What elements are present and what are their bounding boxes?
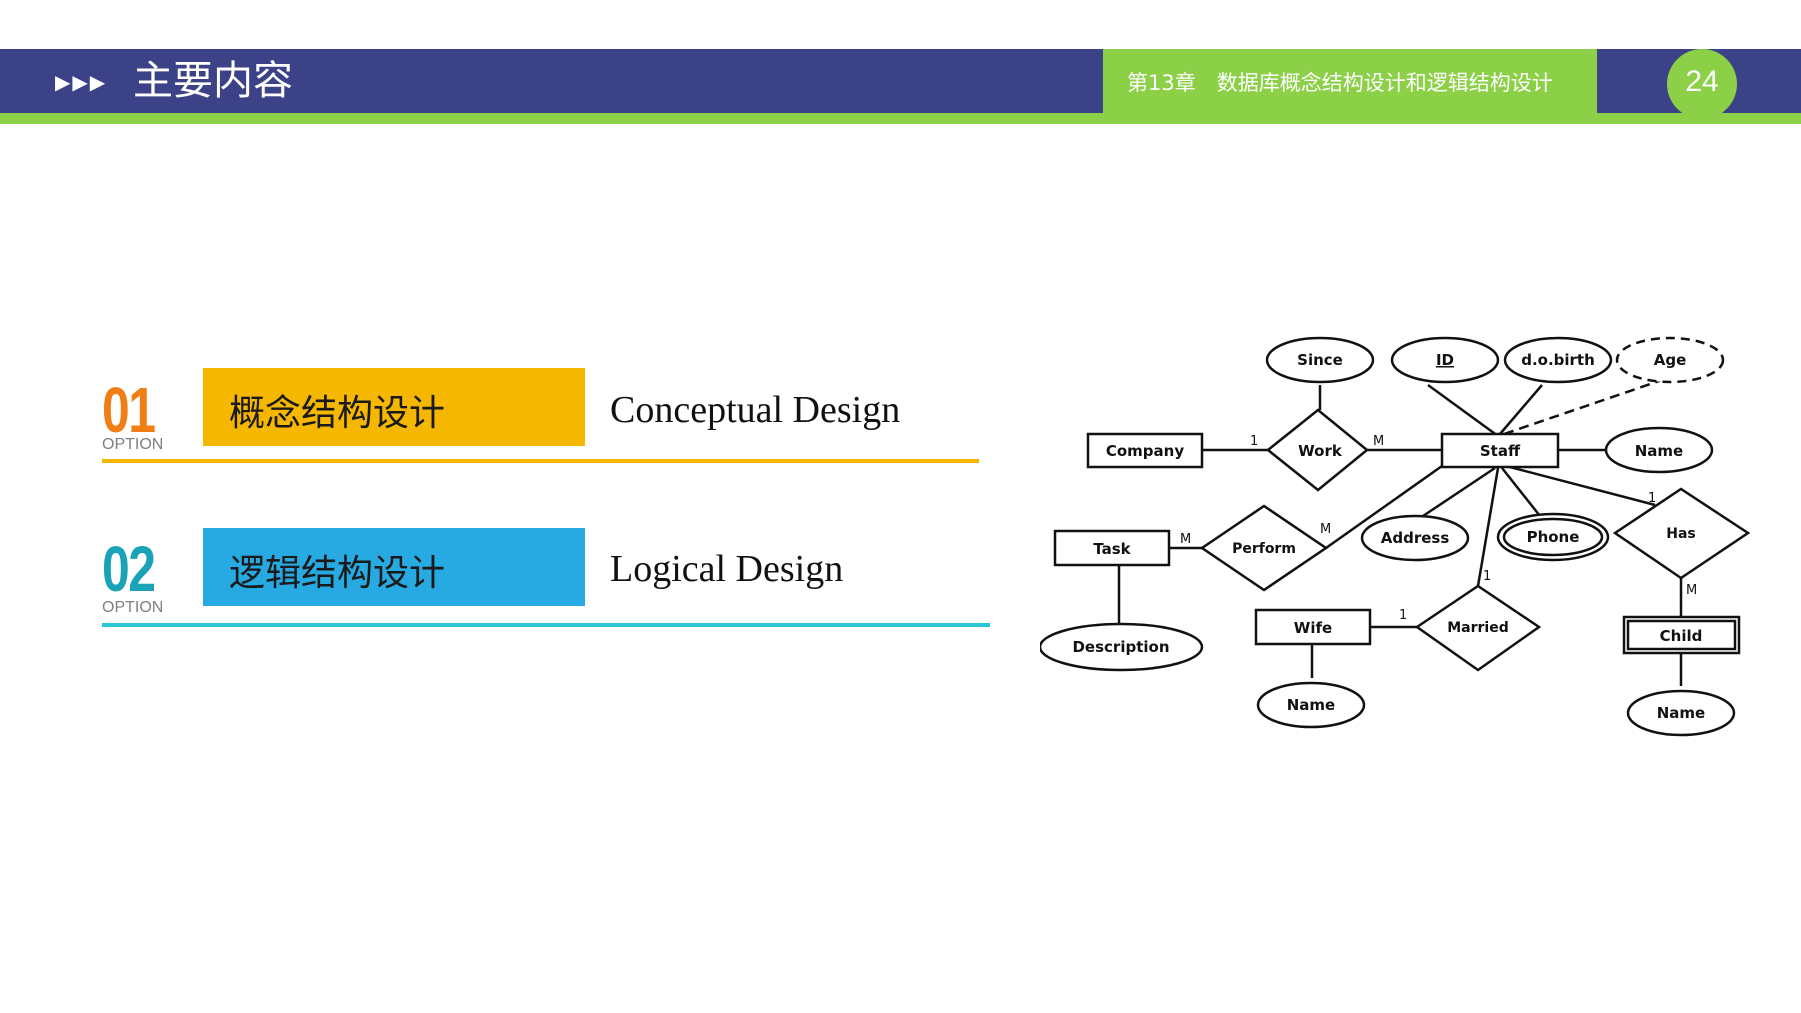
card-wife-married: 1 bbox=[1399, 608, 1407, 623]
chapter-label: 第13章 数据库概念结构设计和逻辑结构设计 bbox=[1127, 71, 1553, 95]
attr-child-name-label: Name bbox=[1657, 704, 1705, 722]
entity-wife bbox=[1254, 608, 1372, 646]
option-2-option-word: OPTION bbox=[102, 599, 164, 616]
relation-married-label: Married bbox=[1447, 620, 1509, 636]
card-task-perform: M bbox=[1180, 532, 1191, 547]
header-accent-stripe bbox=[0, 113, 1801, 124]
attr-child-name bbox=[1626, 689, 1736, 737]
attr-dobirth bbox=[1503, 336, 1613, 384]
entity-task bbox=[1053, 529, 1171, 567]
option-1-label: 概念结构设计 bbox=[229, 393, 446, 434]
line-id-staff bbox=[1427, 383, 1499, 438]
entity-wife-label: Wife bbox=[1294, 619, 1332, 637]
attr-wife-name-label: Name bbox=[1287, 696, 1335, 714]
relation-work-label: Work bbox=[1298, 442, 1343, 460]
attr-address bbox=[1360, 514, 1470, 562]
relation-perform-label: Perform bbox=[1232, 541, 1296, 557]
relation-married bbox=[1414, 584, 1542, 672]
option-1-option-word: OPTION bbox=[102, 436, 164, 453]
entity-staff-label: Staff bbox=[1480, 442, 1521, 460]
entity-company bbox=[1086, 432, 1204, 469]
line-staff-has bbox=[1501, 463, 1656, 507]
attr-description bbox=[1040, 622, 1204, 672]
card-company-work: 1 bbox=[1250, 434, 1258, 449]
option-1-english: Conceptual Design bbox=[610, 389, 901, 431]
entity-task-label: Task bbox=[1093, 540, 1131, 558]
attr-id bbox=[1390, 336, 1500, 384]
card-work-staff: M bbox=[1373, 434, 1384, 449]
option-2-english: Logical Design bbox=[610, 548, 844, 590]
line-staff-married bbox=[1476, 467, 1500, 587]
line-perform-staff bbox=[1325, 464, 1443, 550]
attr-address-label: Address bbox=[1381, 529, 1450, 547]
line-staff-address bbox=[1419, 466, 1496, 520]
attr-id-label: ID bbox=[1436, 351, 1454, 369]
card-perform-staff: M bbox=[1320, 522, 1331, 537]
page-title: 主要内容 bbox=[133, 58, 293, 104]
line-staff-phone bbox=[1501, 467, 1541, 517]
attr-age-label: Age bbox=[1654, 351, 1687, 369]
relation-has bbox=[1612, 487, 1751, 580]
header-arrows-icon: ▶▶▶ bbox=[55, 70, 108, 94]
page-number-badge: 24 bbox=[1667, 49, 1737, 119]
option-1-number: 01 bbox=[102, 374, 156, 446]
line-dobirth-staff bbox=[1499, 384, 1543, 435]
attr-description-label: Description bbox=[1072, 638, 1169, 656]
option-1-underline bbox=[102, 459, 979, 463]
relation-perform bbox=[1199, 504, 1329, 592]
attr-age bbox=[1615, 336, 1725, 384]
er-diagram: Company Staff Task Wife Child Work Perfo… bbox=[1040, 336, 1751, 737]
card-staff-married: 1 bbox=[1483, 569, 1491, 584]
attr-wife-name bbox=[1256, 681, 1366, 729]
attr-dobirth-label: d.o.birth bbox=[1521, 351, 1595, 369]
attr-since bbox=[1265, 336, 1375, 384]
option-2-number: 02 bbox=[102, 533, 156, 605]
option-2-underline bbox=[102, 623, 990, 627]
entity-company-label: Company bbox=[1106, 442, 1184, 460]
chapter-label-box: 第13章 数据库概念结构设计和逻辑结构设计 bbox=[1103, 49, 1597, 113]
entity-child-inner bbox=[1626, 619, 1737, 651]
attr-phone-label: Phone bbox=[1527, 528, 1580, 546]
attr-staff-name bbox=[1604, 426, 1714, 474]
card-staff-has: 1 bbox=[1648, 491, 1656, 506]
attr-phone-inner bbox=[1502, 517, 1604, 557]
relation-has-label: Has bbox=[1666, 526, 1696, 542]
line-age-staff bbox=[1503, 376, 1669, 436]
attr-staff-name-label: Name bbox=[1635, 442, 1683, 460]
card-has-child: M bbox=[1686, 583, 1697, 598]
option-2-label-box: 逻辑结构设计 bbox=[203, 528, 585, 606]
attr-since-label: Since bbox=[1297, 351, 1343, 369]
entity-staff bbox=[1440, 432, 1560, 469]
option-1-label-box: 概念结构设计 bbox=[203, 368, 585, 446]
page-number: 24 bbox=[1685, 65, 1719, 98]
relation-work bbox=[1265, 408, 1369, 492]
entity-child-label: Child bbox=[1660, 627, 1703, 645]
option-2-label: 逻辑结构设计 bbox=[229, 553, 446, 594]
